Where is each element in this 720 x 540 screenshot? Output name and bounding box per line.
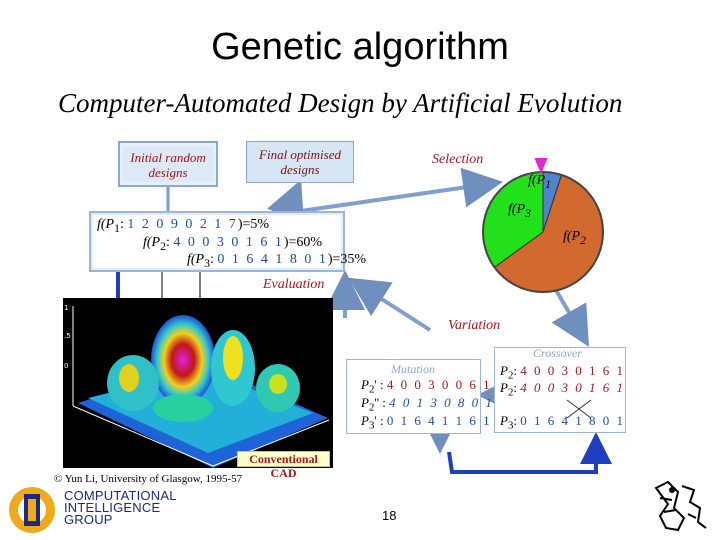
arrow-to-final: [267, 179, 304, 225]
arrow-to-selection: [286, 167, 503, 215]
population-p3: f(P3: 0 1 6 4 1 8 0 1)=35%: [187, 252, 367, 270]
cig-logo-icon: [9, 487, 55, 533]
evaluation-label: Evaluation: [263, 277, 325, 292]
slide-title: Genetic algorithm: [211, 26, 509, 68]
variation-label: Variation: [448, 318, 501, 333]
initial-designs-line1: Initial random: [130, 150, 206, 165]
final-designs-line2: designs: [280, 162, 320, 177]
mutation-box: Mutation P2' : 4 0 0 3 0 0 6 1 P2'' : 4 …: [346, 359, 492, 434]
conventional-cad-label: Conventional CAD: [237, 451, 330, 480]
mutation-row-1: P2' : 4 0 0 3 0 0 6 1: [361, 377, 492, 396]
university-crest-icon: [654, 480, 707, 532]
crossover-label: Crossover: [533, 346, 582, 360]
copyright-text: © Yun Li, University of Glasgow, 1995-57: [54, 473, 243, 485]
crossover-box: Crossover P2: 4 0 0 3 0 1 6 1 P2: 4 0 0 …: [494, 346, 626, 433]
crossover-row-3: P3: 0 1 6 4 1 8 0 1: [500, 413, 625, 432]
selection-label: Selection: [432, 152, 484, 167]
pie-label-p3: f(P3: [508, 202, 531, 220]
arrow-pie-to-crossover: [551, 288, 590, 347]
initial-designs-line2: designs: [148, 165, 188, 180]
pie-outline: [482, 171, 604, 293]
pie-label-p1: f(P1: [528, 173, 551, 191]
final-designs-box: Final optimised designs: [246, 141, 354, 183]
slide-subtitle: Computer-Automated Design by Artificial …: [58, 88, 623, 118]
population-p2: f(P2: 4 0 0 3 0 1 6 1)=60%: [143, 235, 323, 253]
mutation-label: Mutation: [391, 362, 435, 376]
svg-text:.5: .5: [64, 332, 71, 340]
mutation-row-2: P2'' : 4 0 1 3 0 8 0 1: [361, 395, 494, 414]
cig-logo-text: COMPUTATIONAL INTELLIGENCE GROUP: [64, 488, 177, 527]
svg-text:1: 1: [64, 304, 68, 312]
population-box: f(P1: 1 2 0 9 0 2 1 7)=5% f(P2: 4 0 0 3 …: [89, 211, 366, 272]
final-designs-line1: Final optimised: [259, 147, 341, 162]
initial-designs-box: Initial random designs: [118, 141, 218, 187]
crossover-point-mark: [566, 399, 592, 419]
crossover-row-1: P2: 4 0 0 3 0 1 6 1: [500, 363, 625, 382]
fitness-surface-plot: 1 .5 0: [63, 298, 333, 468]
crossover-row-2: P2: 4 0 0 3 0 1 6 1: [500, 380, 625, 399]
page-number: 18: [382, 508, 397, 523]
population-p1: f(P1: 1 2 0 9 0 2 1 7)=5%: [97, 217, 270, 235]
selection-pie: [482, 158, 604, 293]
svg-text:0: 0: [64, 362, 68, 370]
roulette-pointer: [534, 158, 548, 174]
arrow-loop-crossover: [447, 432, 612, 474]
pie-label-p2: f(P2: [563, 229, 586, 247]
arrow-variation-to-evaluation: [348, 277, 432, 332]
mutation-row-3: P3' : 0 1 6 4 1 1 6 1: [361, 413, 492, 432]
